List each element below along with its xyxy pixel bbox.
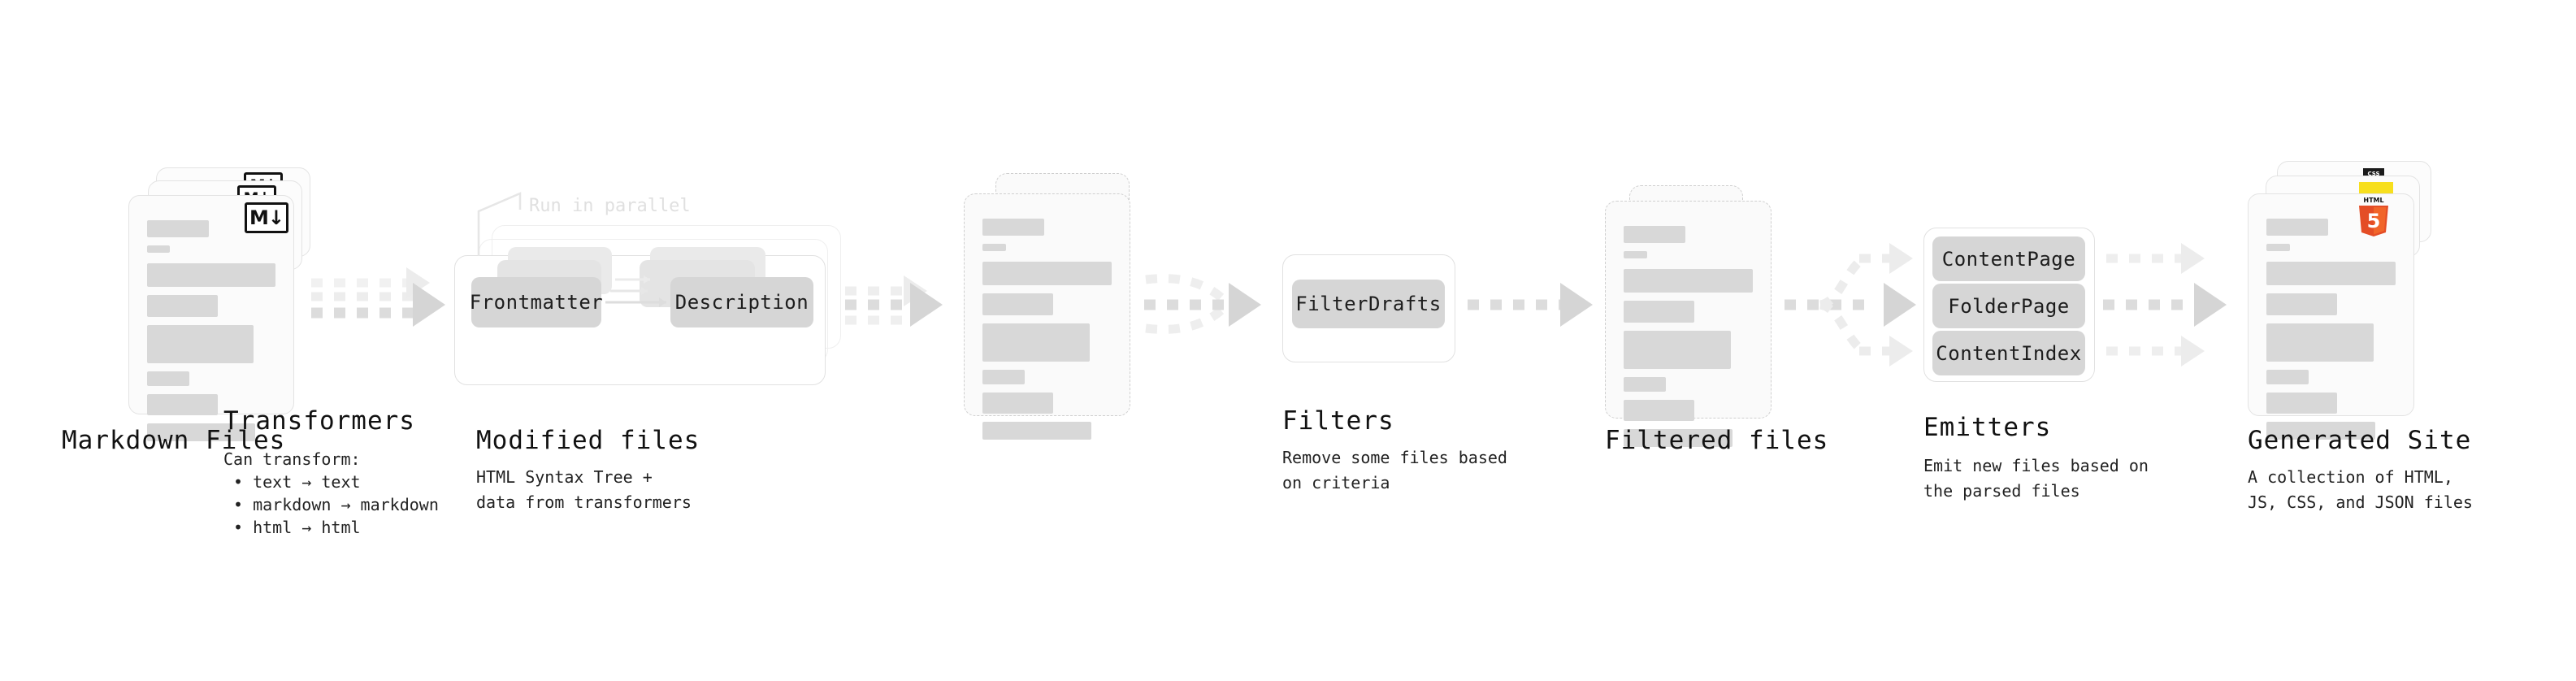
svg-text:HTML: HTML	[2363, 197, 2383, 204]
transformers-subtitle: Can transform:	[223, 449, 361, 469]
generated-site-subtitle: A collection of HTML, JS, CSS, and JSON …	[2248, 467, 2473, 512]
filters-label: Filters	[1282, 406, 1394, 436]
transformer-node-description[interactable]: Description	[670, 277, 813, 327]
html5-icon: HTML 5	[2355, 195, 2392, 237]
run-in-parallel-label: Run in parallel	[529, 196, 691, 216]
svg-text:CSS: CSS	[2367, 171, 2379, 177]
arrow-filters-to-filtered	[1468, 283, 1593, 327]
markdown-files-label: Markdown Files	[62, 426, 286, 455]
modified-files-label: Modified files	[476, 426, 700, 455]
modified-file-content	[965, 194, 1130, 440]
svg-text:5: 5	[2367, 210, 2381, 232]
modified-files-subtitle: HTML Syntax Tree + data from transformer…	[476, 467, 692, 512]
arrow-markdown-to-transformers	[311, 267, 445, 327]
site-file-content	[2249, 194, 2413, 440]
transformers-label: Transformers	[223, 406, 415, 436]
emitters-label: Emitters	[1923, 413, 2052, 442]
modified-file-card-front	[964, 193, 1130, 440]
arrow-transformers-to-modified	[845, 275, 943, 327]
transformers-bullet-0: • text → text	[233, 472, 361, 492]
filtered-file-content	[1606, 202, 1771, 447]
arrow-filtered-to-emitters	[1785, 243, 1916, 367]
transformer-node-frontmatter[interactable]: Frontmatter	[470, 277, 603, 327]
emitter-node-contentpage[interactable]: ContentPage	[1932, 236, 2085, 281]
filtered-files-label: Filtered files	[1605, 426, 1829, 455]
markdown-icon-front: M↓	[245, 202, 288, 233]
filters-subtitle: Remove some files based on criteria	[1282, 448, 1507, 492]
transformers-bullet-2: • html → html	[233, 518, 361, 537]
generated-site-label: Generated Site	[2248, 426, 2472, 455]
emitters-subtitle: Emit new files based on the parsed files	[1923, 456, 2149, 501]
filter-node-filterdrafts[interactable]: FilterDrafts	[1292, 280, 1445, 328]
arrow-emitters-to-site	[2103, 243, 2227, 367]
emitter-node-folderpage[interactable]: FolderPage	[1932, 284, 2085, 328]
markdown-file-content	[129, 196, 293, 441]
emitter-node-contentindex[interactable]: ContentIndex	[1932, 331, 2085, 375]
site-file-card-html	[2248, 193, 2414, 440]
filtered-file-card-front	[1605, 201, 1772, 447]
arrow-modified-to-filters	[1144, 274, 1261, 334]
transformers-bullet-1: • markdown → markdown	[233, 495, 439, 514]
